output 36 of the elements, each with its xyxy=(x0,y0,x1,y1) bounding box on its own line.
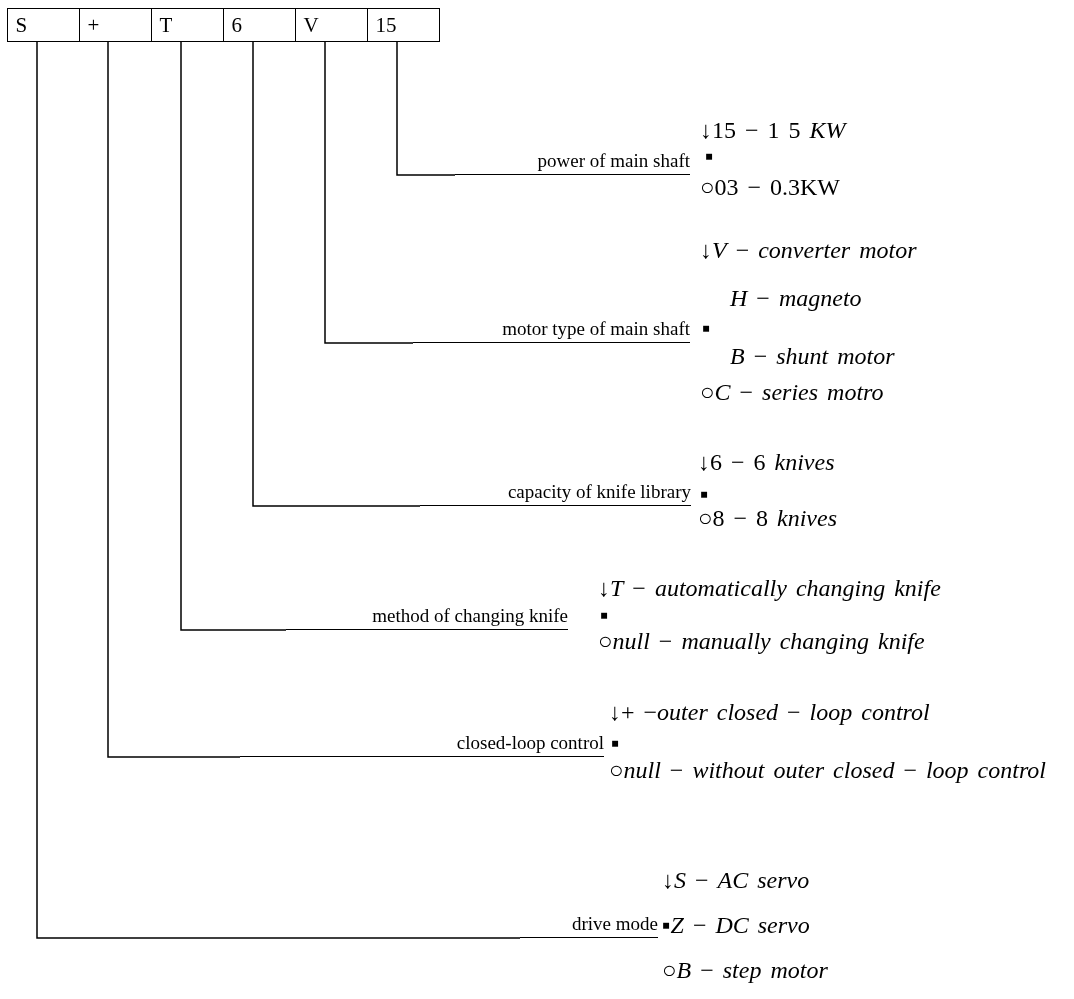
option-text: ○null − manually changing knife xyxy=(598,627,925,655)
leader-line xyxy=(36,41,521,939)
leader-line xyxy=(324,41,414,344)
option-text: ▪ xyxy=(611,729,620,757)
option-text: ▪Z − DC servo xyxy=(662,911,810,939)
option-text: ↓S − AC servo xyxy=(662,866,810,894)
parameter-label: method of changing knife xyxy=(286,604,568,630)
code-cell: 6 xyxy=(222,8,296,42)
code-cell: T xyxy=(150,8,224,42)
option-text: ▪ xyxy=(600,601,609,629)
option-text: ↓15 − 1 5 KW xyxy=(700,116,846,144)
leader-line xyxy=(252,41,421,507)
parameter-label: motor type of main shaft xyxy=(413,317,690,343)
parameter-label: power of main shaft xyxy=(455,149,690,175)
option-text: B − shunt motor xyxy=(730,342,895,370)
option-text: ○03 − 0.3KW xyxy=(700,173,840,201)
leader-line xyxy=(396,41,456,176)
option-text: ↓T − automatically changing knife xyxy=(598,574,941,602)
option-text: ○null − without outer closed − loop control xyxy=(609,756,1047,784)
option-text: ↓V − converter motor xyxy=(700,236,917,264)
parameter-label: capacity of knife library xyxy=(420,480,691,506)
parameter-label: closed-loop control xyxy=(240,731,604,757)
option-text: ○C − series motro xyxy=(700,378,884,406)
option-text: ▪ xyxy=(705,142,714,170)
code-cell: S xyxy=(6,8,80,42)
option-text: ○B − step motor xyxy=(662,956,828,984)
leader-line xyxy=(107,41,241,758)
option-text: ▪ xyxy=(702,314,711,342)
parameter-label: drive mode xyxy=(520,912,658,938)
leader-line xyxy=(180,41,287,631)
code-cell: V xyxy=(294,8,368,42)
option-text: ↓+ −outer closed − loop control xyxy=(609,698,930,726)
option-text: ↓6 − 6 knives xyxy=(698,448,835,476)
code-cell: 15 xyxy=(366,8,440,42)
code-cell: + xyxy=(78,8,152,42)
option-text: H − magneto xyxy=(730,284,862,312)
